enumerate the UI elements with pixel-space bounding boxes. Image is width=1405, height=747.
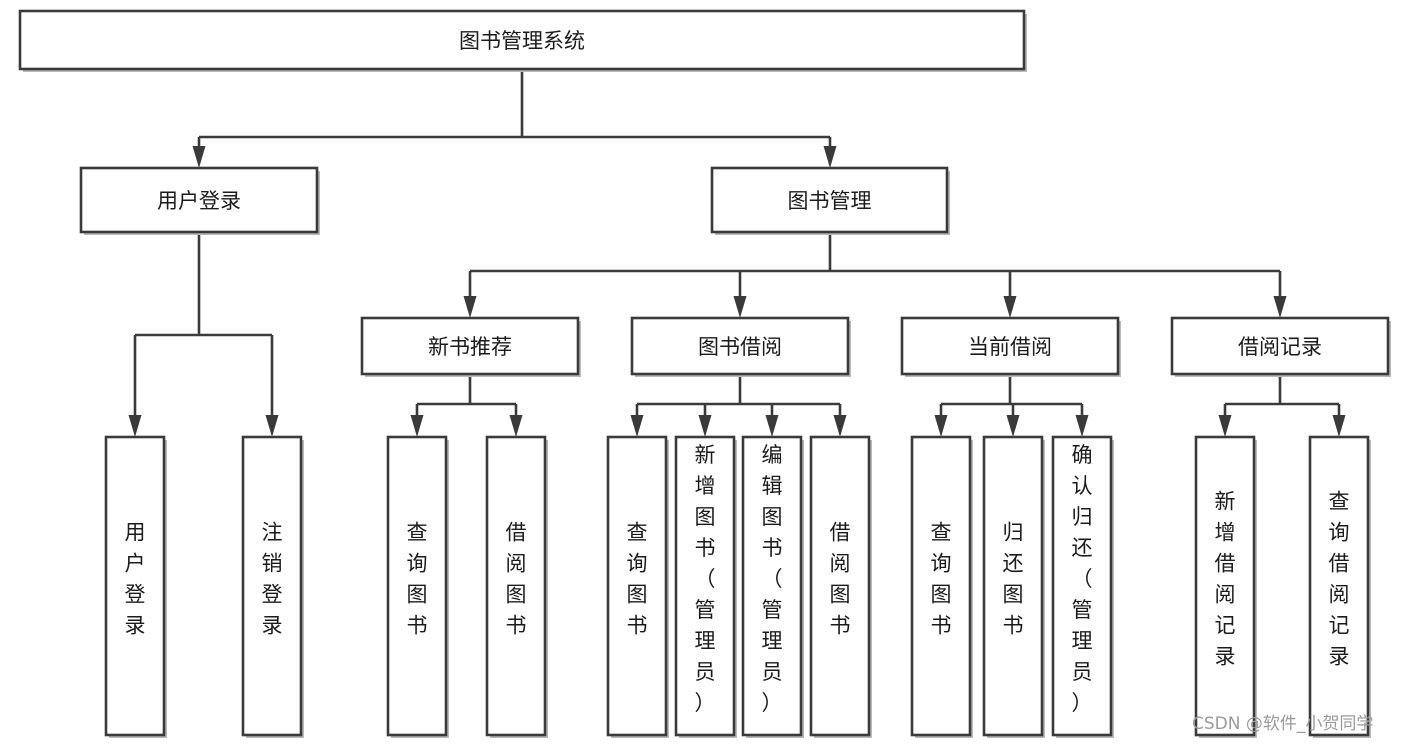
leaf-node-label: 借阅图书 xyxy=(506,521,527,638)
leaf-user-login[interactable]: 用户登录 xyxy=(104,435,167,738)
node-current-borrow[interactable]: 当前借阅 xyxy=(900,316,1121,377)
leaf-node-label: 查询借阅记录 xyxy=(1329,490,1350,669)
arrow-head-icon xyxy=(934,415,948,437)
leaf-node-box[interactable] xyxy=(1194,435,1256,737)
leaf-node-label: 查询图书 xyxy=(931,521,952,638)
arrow-head-icon xyxy=(265,415,279,437)
level3-node-box[interactable] xyxy=(900,316,1120,376)
connector-record-to-leaves xyxy=(1218,374,1346,437)
arrow-head-icon xyxy=(1332,415,1346,437)
leaf-node-label: 用户登录 xyxy=(125,521,146,638)
arrow-head-icon xyxy=(1006,415,1020,437)
leaf-node-label: 编辑图书（管理员） xyxy=(762,443,783,715)
level3-node-box[interactable] xyxy=(630,316,850,376)
leaf-borrow-book-recommend[interactable]: 借阅图书 xyxy=(485,435,548,738)
connector-recommend-to-leaves xyxy=(410,374,523,437)
leaf-node-box[interactable] xyxy=(674,435,736,737)
leaf-add-book-admin[interactable]: 新增图书（管理员） xyxy=(674,435,737,738)
level2-node-box[interactable] xyxy=(79,166,319,234)
leaf-node-label: 归还图书 xyxy=(1003,521,1024,638)
level3-node-label: 当前借阅 xyxy=(968,335,1052,359)
connector-root-to-level2 xyxy=(192,69,837,168)
leaf-query-book-current[interactable]: 查询图书 xyxy=(910,435,973,738)
arrow-head-icon xyxy=(463,296,477,318)
arrow-head-icon xyxy=(410,415,424,437)
leaf-node-label: 查询图书 xyxy=(407,521,428,638)
leaf-query-borrow-record[interactable]: 查询借阅记录 xyxy=(1308,435,1371,738)
level2-node-label: 图书管理 xyxy=(788,189,872,213)
arrow-head-icon xyxy=(1218,415,1232,437)
arrow-head-icon xyxy=(128,415,142,437)
leaf-query-book-recommend[interactable]: 查询图书 xyxy=(386,435,449,738)
leaf-add-borrow-record[interactable]: 新增借阅记录 xyxy=(1194,435,1257,738)
leaf-return-book[interactable]: 归还图书 xyxy=(982,435,1045,738)
connector-user-login-to-leaves xyxy=(128,232,279,437)
connector-layer xyxy=(128,69,1346,437)
root-node-box[interactable] xyxy=(18,9,1026,71)
arrow-head-icon xyxy=(698,415,712,437)
leaf-node-label: 注销登录 xyxy=(262,521,283,638)
watermark-layer: CSDN @软件_小贺同学 xyxy=(1192,714,1373,734)
arrow-head-icon xyxy=(823,146,837,168)
leaf-node-box[interactable] xyxy=(485,435,547,737)
leaf-node-label: 查询图书 xyxy=(627,521,648,638)
arrow-head-icon xyxy=(630,415,644,437)
arrow-head-icon xyxy=(509,415,523,437)
leaf-node-label: 新增图书（管理员） xyxy=(695,443,716,715)
leaf-node-box[interactable] xyxy=(809,435,871,737)
connector-book-management-to-level3 xyxy=(463,232,1287,318)
arrow-head-icon xyxy=(1075,415,1089,437)
leaf-logout[interactable]: 注销登录 xyxy=(241,435,304,738)
leaf-node-label: 借阅图书 xyxy=(830,521,851,638)
level3-node-box[interactable] xyxy=(1170,316,1390,376)
leaf-node-box[interactable] xyxy=(741,435,803,737)
level2-node-box[interactable] xyxy=(710,166,949,234)
leaf-node-box[interactable] xyxy=(982,435,1044,737)
node-borrow-record[interactable]: 借阅记录 xyxy=(1170,316,1391,377)
arrow-head-icon xyxy=(833,415,847,437)
node-new-book-recommend[interactable]: 新书推荐 xyxy=(360,316,581,377)
leaf-node-box[interactable] xyxy=(1308,435,1370,737)
leaf-node-box[interactable] xyxy=(386,435,448,737)
leaf-node-box[interactable] xyxy=(910,435,972,737)
node-book-borrow[interactable]: 图书借阅 xyxy=(630,316,851,377)
arrow-head-icon xyxy=(765,415,779,437)
connector-current-to-leaves xyxy=(934,374,1089,437)
node-layer: 图书管理系统用户登录图书管理新书推荐图书借阅当前借阅借阅记录用户登录注销登录查询… xyxy=(18,9,1391,738)
leaf-node-label: 确认归还（管理员） xyxy=(1072,443,1093,715)
leaf-confirm-return-admin[interactable]: 确认归还（管理员） xyxy=(1051,435,1114,738)
connector-borrow-to-leaves xyxy=(630,374,847,437)
leaf-node-box[interactable] xyxy=(241,435,303,737)
leaf-edit-book-admin[interactable]: 编辑图书（管理员） xyxy=(741,435,804,738)
leaf-query-book-borrow[interactable]: 查询图书 xyxy=(606,435,669,738)
leaf-node-box[interactable] xyxy=(1051,435,1113,737)
leaf-borrow-book[interactable]: 借阅图书 xyxy=(809,435,872,738)
arrow-head-icon xyxy=(1273,296,1287,318)
level3-node-label: 新书推荐 xyxy=(428,335,512,359)
arrow-head-icon xyxy=(733,296,747,318)
level3-node-box[interactable] xyxy=(360,316,580,376)
arrow-head-icon xyxy=(192,146,206,168)
watermark-label: CSDN @软件_小贺同学 xyxy=(1192,714,1373,734)
leaf-node-label: 新增借阅记录 xyxy=(1215,490,1236,669)
node-book-management[interactable]: 图书管理 xyxy=(710,166,950,235)
leaf-node-box[interactable] xyxy=(104,435,166,737)
node-user-login[interactable]: 用户登录 xyxy=(79,166,320,235)
arrow-head-icon xyxy=(1003,296,1017,318)
leaf-node-box[interactable] xyxy=(606,435,668,737)
level2-node-label: 用户登录 xyxy=(157,189,241,213)
level3-node-label: 图书借阅 xyxy=(698,335,782,359)
root-node-label: 图书管理系统 xyxy=(459,29,585,53)
level3-node-label: 借阅记录 xyxy=(1238,335,1322,359)
node-root-library-system[interactable]: 图书管理系统 xyxy=(18,9,1027,72)
